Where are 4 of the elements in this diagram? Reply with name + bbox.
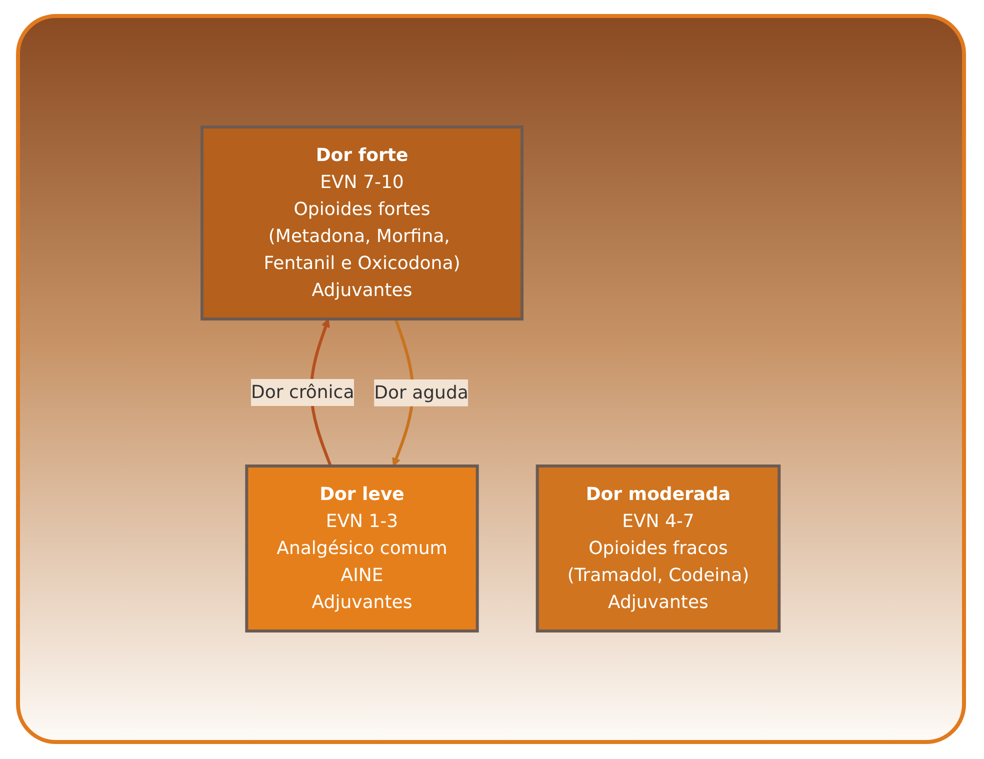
node-box (536, 464, 782, 632)
panel-background: Dor crônica Dor aguda Dor leve EVN 1-3 Analgésico comum AINE Adjuvantes Dor moderada EVN 4-7 Opioides fracos (Tramadol, Codeina) Adjuvantes Dor forte EVN 7-10 Opioides fortes (Metadona, Morfina, Fentanil e Oxicodona) Adjuvantes (16, 14, 966, 744)
node-box (246, 464, 480, 632)
node-box (200, 126, 524, 320)
